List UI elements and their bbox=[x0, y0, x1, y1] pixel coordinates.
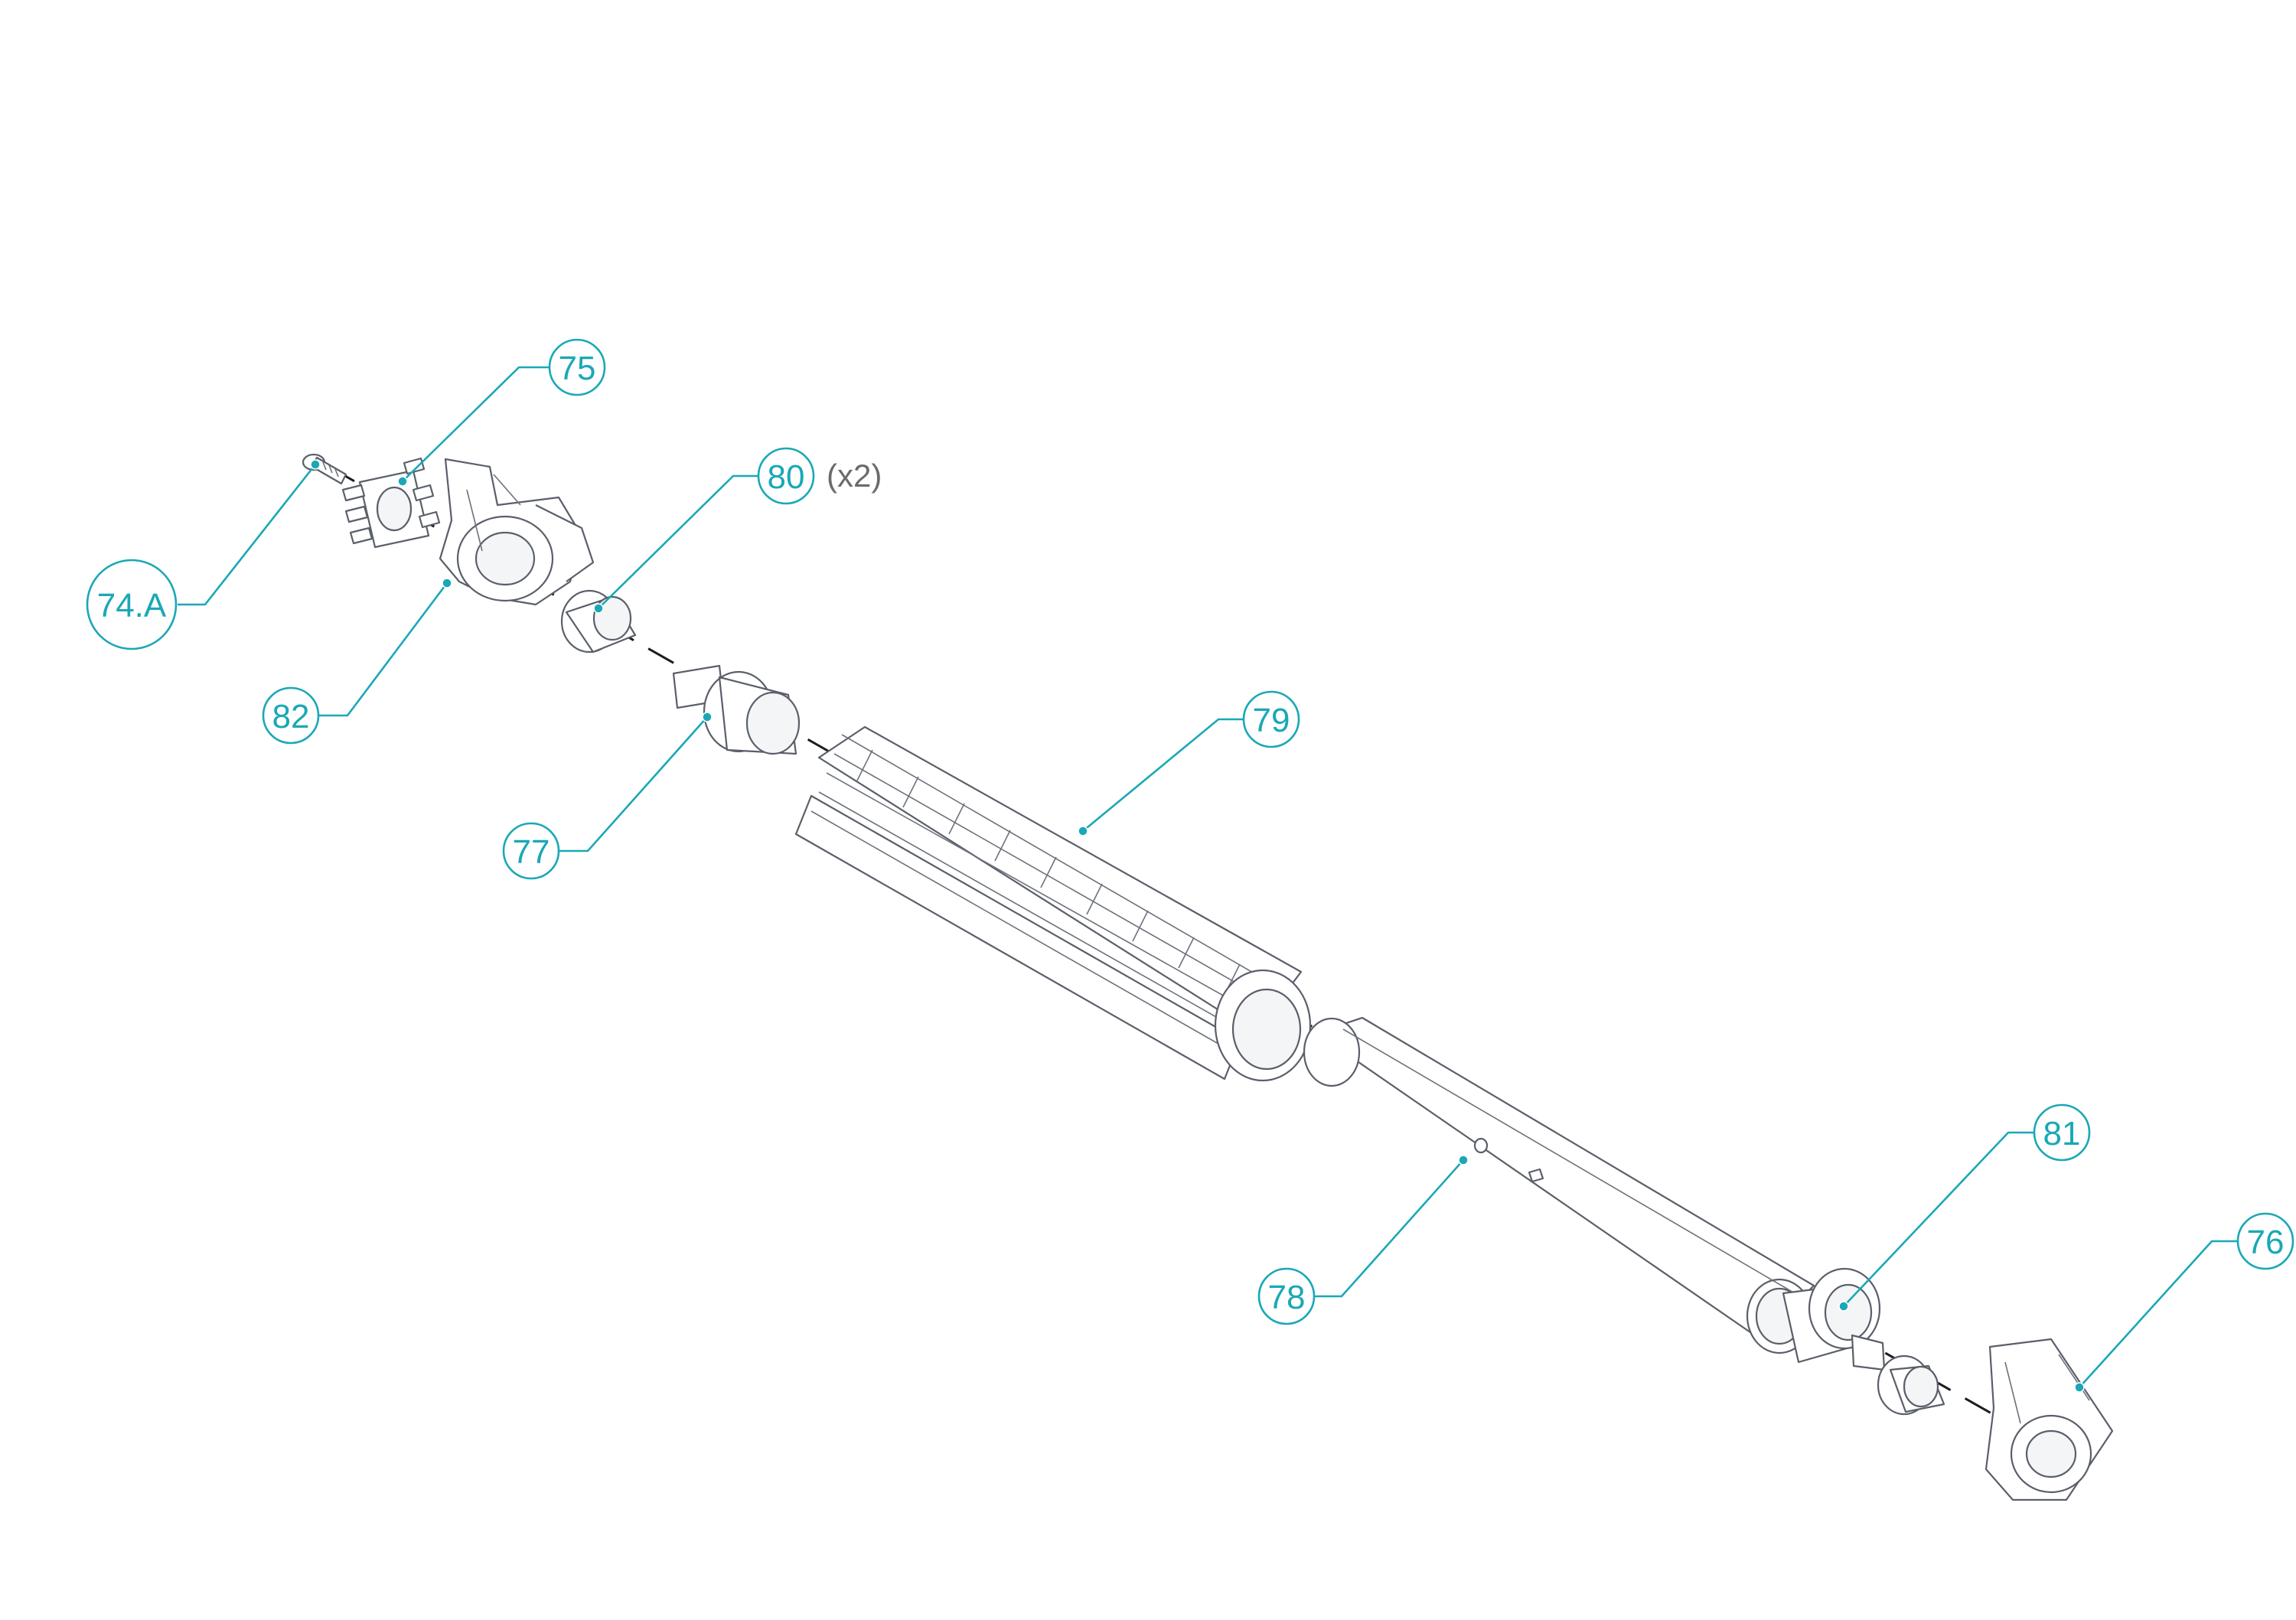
callout-78-label: 78 bbox=[1268, 1279, 1306, 1316]
callout-80: 80 (x2) bbox=[593, 447, 882, 614]
callout-75-label: 75 bbox=[559, 350, 596, 387]
callout-80-qty: (x2) bbox=[827, 458, 882, 494]
callout-77-label: 77 bbox=[513, 833, 550, 871]
part-screw-74a[interactable] bbox=[302, 453, 347, 485]
part-gear-75[interactable] bbox=[341, 457, 441, 549]
part-brush-79[interactable] bbox=[794, 725, 1312, 1082]
callout-82: 82 bbox=[262, 578, 452, 745]
part-bushing-80a[interactable] bbox=[560, 589, 637, 654]
callout-74a: 74.A bbox=[86, 459, 321, 650]
part-endcap-77[interactable] bbox=[672, 664, 801, 755]
callout-78: 78 bbox=[1257, 1155, 1469, 1325]
callout-74a-label: 74.A bbox=[97, 587, 167, 624]
part-bracket-82[interactable] bbox=[439, 458, 595, 606]
callout-81: 81 bbox=[1838, 1103, 2091, 1312]
callout-79: 79 bbox=[1078, 690, 1300, 836]
part-bracket-76[interactable] bbox=[1985, 1338, 2114, 1501]
callout-80-label: 80 bbox=[768, 458, 805, 496]
callout-76-label: 76 bbox=[2247, 1224, 2285, 1261]
callout-79-label: 79 bbox=[1253, 702, 1290, 739]
part-bushing-80b[interactable] bbox=[1877, 1354, 1945, 1416]
callout-75: 75 bbox=[397, 338, 606, 487]
callout-81-label: 81 bbox=[2043, 1115, 2081, 1152]
part-tube-78[interactable] bbox=[1303, 1016, 1815, 1354]
callout-82-label: 82 bbox=[272, 698, 310, 735]
callout-77: 77 bbox=[502, 712, 713, 880]
callout-76: 76 bbox=[2074, 1212, 2294, 1393]
